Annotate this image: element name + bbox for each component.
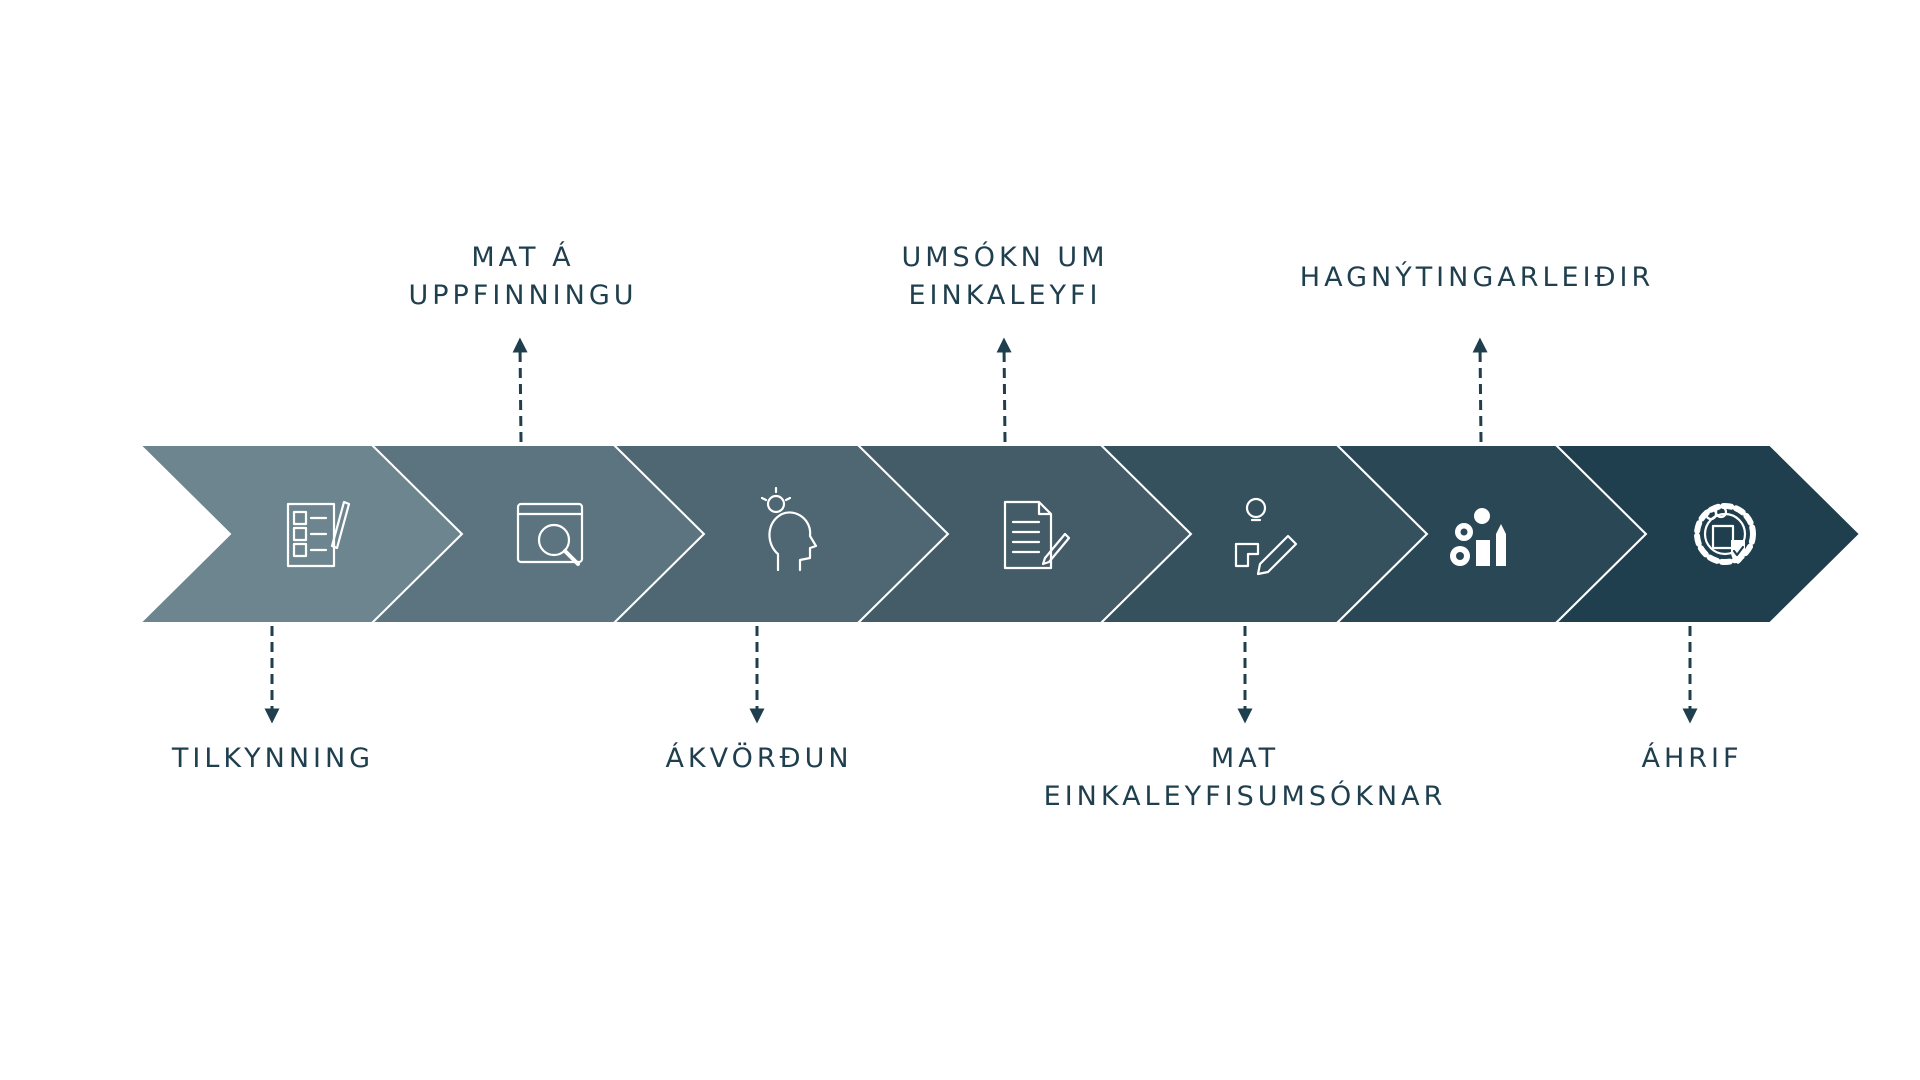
checklist-icon (286, 500, 351, 568)
document-pen-icon (1003, 500, 1071, 570)
step-label-mat-a-uppfinningu: MAT Á UPPFINNINGU (408, 242, 638, 311)
connector-arrow-4 (996, 337, 1012, 443)
gear-shield-icon (1694, 503, 1756, 565)
step-label-umsokn-um-einkaleyfi: UMSÓKN UM EINKALEYFI (901, 242, 1109, 311)
idea-pencil-icon (1234, 497, 1298, 576)
chevron-step-7 (1553, 444, 1862, 624)
search-window-icon (516, 502, 584, 566)
connector-arrow-6 (1472, 337, 1488, 443)
step-label-akvordun: ÁKVÖRÐUN (665, 743, 853, 774)
step-label-mat-einkaleyfisumsoknar: MAT EINKALEYFISUMSÓKNAR (1043, 743, 1447, 812)
connector-arrow-2 (512, 337, 528, 443)
gears-idea-icon (1450, 508, 1506, 566)
step-label-tilkynning: TILKYNNING (171, 743, 375, 774)
step-label-hagnytingarleidir: HAGNÝTINGARLEIÐIR (1299, 262, 1655, 293)
step-label-ahrif: ÁHRIF (1641, 743, 1743, 774)
idea-head-icon (760, 486, 818, 572)
